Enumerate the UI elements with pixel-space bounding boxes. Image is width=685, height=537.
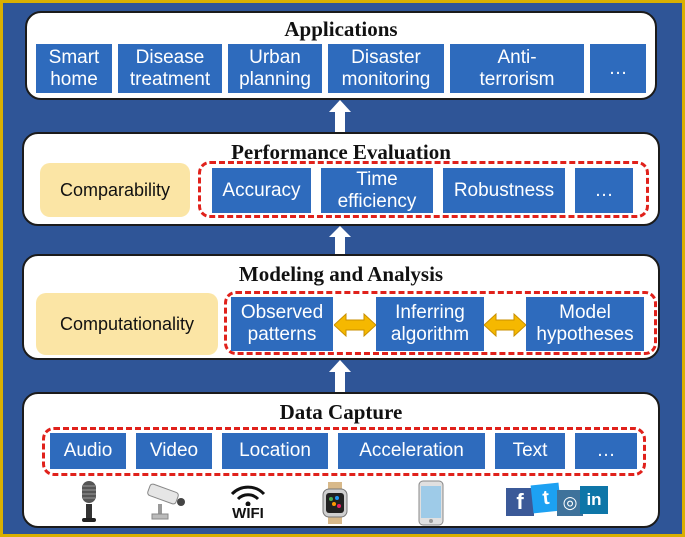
model-box-line1: Inferring bbox=[395, 302, 465, 323]
twitter-glyph: t bbox=[541, 486, 551, 509]
model-box-line1: Observed bbox=[240, 302, 324, 323]
linkedin-glyph: in bbox=[586, 490, 602, 509]
model-box-line2: patterns bbox=[247, 324, 317, 345]
perf-box-line1: Robustness bbox=[453, 179, 555, 201]
app-box-line2: terrorism bbox=[479, 68, 555, 90]
modeling-dashed-group bbox=[224, 291, 657, 355]
app-box-line2: planning bbox=[239, 68, 311, 90]
capture-box-text: Text bbox=[495, 433, 565, 469]
capture-dashed-group bbox=[42, 427, 646, 476]
app-box-line2: monitoring bbox=[341, 68, 431, 90]
perf-box-accuracy: Accuracy bbox=[212, 168, 311, 213]
microphone-icon bbox=[82, 481, 96, 522]
capture-box-label: Acceleration bbox=[359, 440, 464, 461]
performance-dashed-group bbox=[198, 161, 649, 218]
double-arrow-icon bbox=[334, 313, 376, 337]
linkedin-icon: in bbox=[580, 486, 608, 514]
capture-box-acceleration: Acceleration bbox=[338, 433, 485, 469]
perf-box-line1: … bbox=[594, 179, 614, 201]
app-box-line1: Disease bbox=[135, 46, 205, 68]
capture-box-audio: Audio bbox=[50, 433, 126, 469]
smartphone-icon bbox=[418, 480, 444, 526]
instagram-icon: ◎ bbox=[557, 490, 583, 516]
computationality-label: Computationality bbox=[36, 293, 218, 355]
app-box-line1: Urban bbox=[249, 46, 301, 68]
instagram-glyph: ◎ bbox=[562, 493, 578, 513]
smartwatch-icon bbox=[322, 482, 348, 524]
perf-box-line1: Time bbox=[356, 168, 398, 190]
capture-box-label: Location bbox=[239, 440, 311, 461]
wifi-label: WIFI bbox=[232, 505, 264, 522]
facebook-icon: f bbox=[506, 488, 534, 516]
perf-box-line2: efficiency bbox=[337, 190, 417, 212]
app-box-anti-terrorism: Anti-terrorism bbox=[450, 44, 584, 93]
capture-box-video: Video bbox=[136, 433, 212, 469]
capture-box-location: Location bbox=[222, 433, 328, 469]
security-camera-icon bbox=[147, 483, 185, 520]
app-box-more: … bbox=[590, 44, 646, 93]
up-arrow-icon bbox=[329, 226, 351, 254]
perf-box-robustness: Robustness bbox=[443, 168, 565, 213]
app-box-line1: Disaster bbox=[351, 46, 421, 68]
facebook-glyph: f bbox=[516, 489, 524, 514]
perf-box-line1: Accuracy bbox=[222, 179, 301, 201]
data-capture-title: Data Capture bbox=[279, 400, 403, 424]
double-arrow-icon bbox=[484, 313, 526, 337]
app-box-line1: … bbox=[608, 57, 628, 79]
capture-box-label: Text bbox=[512, 440, 548, 461]
app-box-line1: Anti- bbox=[497, 46, 537, 68]
capture-box-label: Audio bbox=[63, 440, 113, 461]
up-arrow-icon bbox=[329, 100, 351, 133]
modeling-title: Modeling and Analysis bbox=[238, 262, 444, 286]
perf-box-more: … bbox=[575, 168, 633, 213]
wifi-icon bbox=[230, 485, 266, 506]
model-box-line1: Model bbox=[559, 302, 611, 323]
model-box-line2: algorithm bbox=[390, 324, 470, 345]
app-box-line2: treatment bbox=[129, 68, 211, 90]
capture-box-label: … bbox=[596, 440, 616, 461]
up-arrow-icon bbox=[329, 360, 351, 393]
capture-box-more: … bbox=[575, 433, 637, 469]
capture-box-label: Video bbox=[149, 440, 199, 461]
comparability-label: Comparability bbox=[40, 163, 190, 217]
applications-title: Applications bbox=[284, 17, 398, 41]
performance-title: Performance Evaluation bbox=[231, 140, 451, 164]
app-box-line2: home bbox=[50, 68, 98, 90]
app-box-line1: Smart bbox=[48, 46, 100, 68]
model-box-line2: hypotheses bbox=[536, 324, 634, 345]
